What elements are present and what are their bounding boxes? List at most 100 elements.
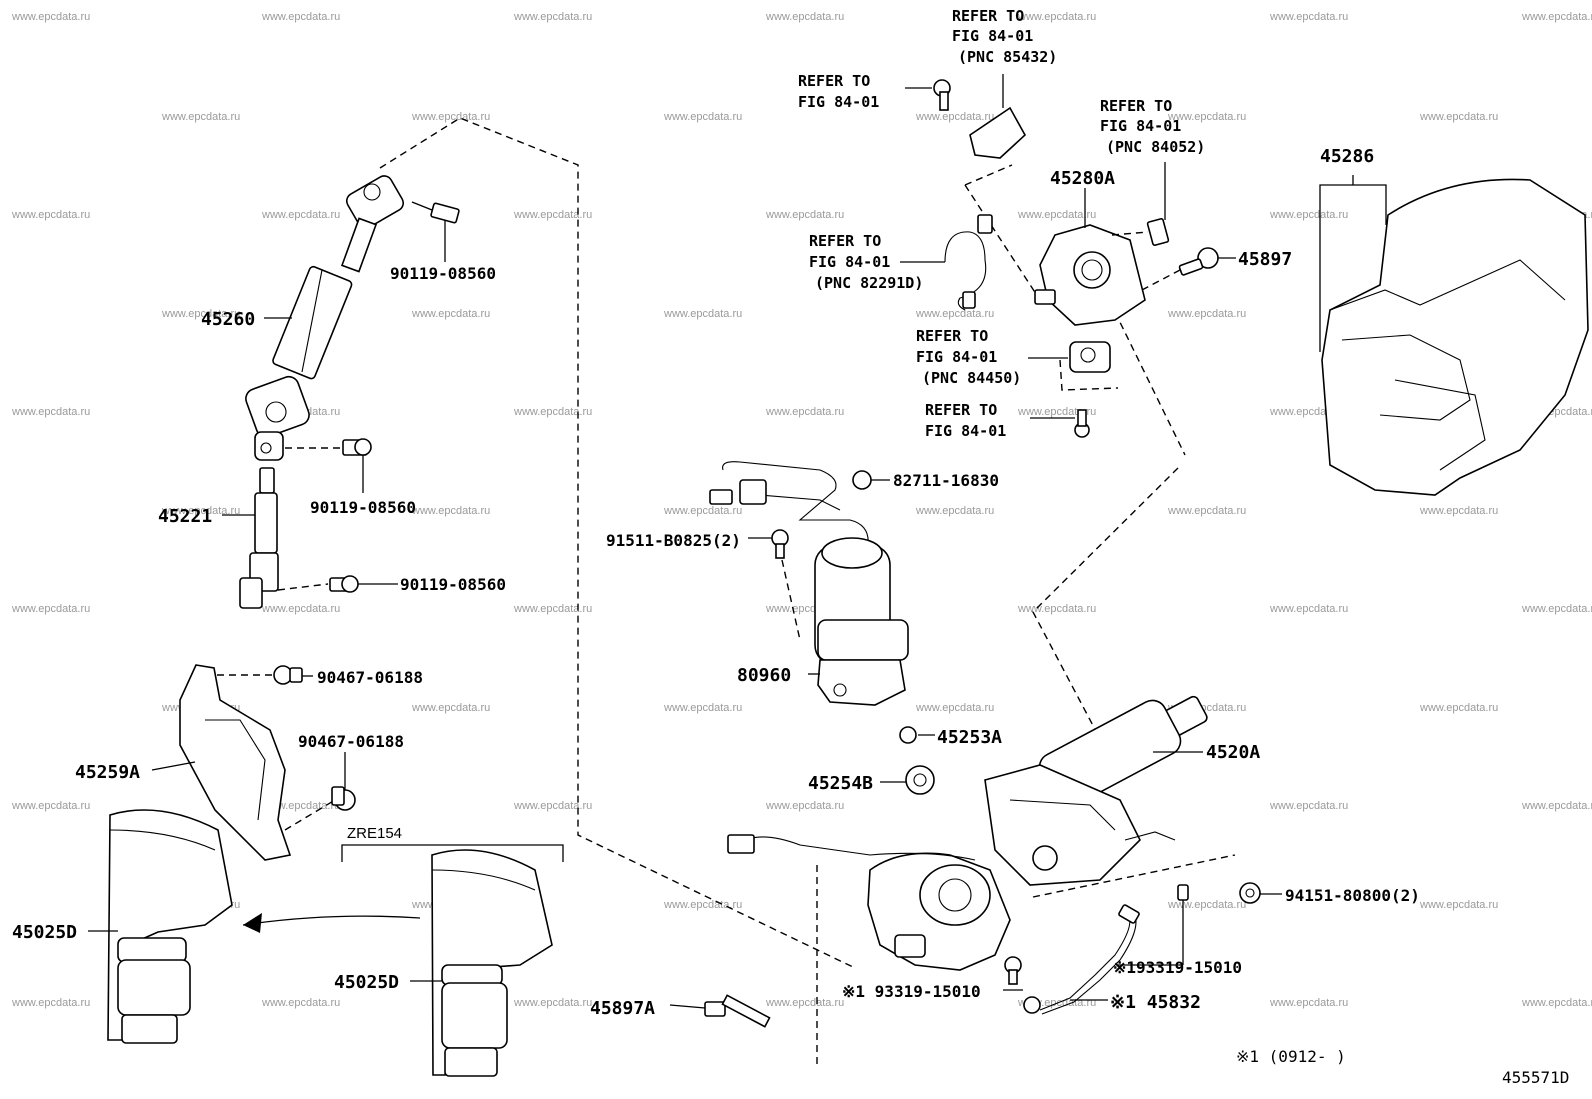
ground-wire-45832[interactable] <box>1023 904 1140 1015</box>
watermark-text: www.epcdata.ru <box>915 111 994 123</box>
watermark-text: www.epcdata.ru <box>261 209 340 221</box>
callout-90119-08560-upper: 90119-08560 <box>390 264 496 283</box>
watermark-text: www.epcdata.ru <box>161 308 240 320</box>
watermark-text: www.epcdata.ru <box>513 997 592 1009</box>
zre154-bracket <box>341 844 564 862</box>
watermark-text: www.epcdata.ru <box>1521 11 1592 23</box>
svg-text:(PNC 84052): (PNC 84052) <box>1106 138 1205 156</box>
watermark-text: www.epcdata.ru <box>513 603 592 615</box>
motor-80960[interactable] <box>709 461 909 706</box>
watermark-text: www.epcdata.ru <box>261 11 340 23</box>
watermark-text: www.epcdata.ru <box>663 505 742 517</box>
callout-94151-80800: 94151-80800(2) <box>1285 886 1420 905</box>
callout-45897A: 45897A <box>590 998 655 1019</box>
zre154-label: ZRE154 <box>347 825 402 842</box>
callout-45221: 45221 <box>158 506 212 527</box>
watermark-text: www.epcdata.ru <box>11 800 90 812</box>
callout-91511-B0825: 91511-B0825(2) <box>606 531 741 550</box>
svg-text:FIG 84-01: FIG 84-01 <box>798 93 879 111</box>
watermark-text: www.epcdata.ru <box>765 11 844 23</box>
illustration-number: 455571D <box>1502 1068 1569 1087</box>
boot-45025D-left[interactable] <box>107 809 233 1044</box>
screw-refer-84-01-lower[interactable] <box>1030 409 1090 438</box>
nut-94151-80800[interactable] <box>1239 882 1282 904</box>
callout-45025D-left: 45025D <box>12 922 77 943</box>
watermark-text: www.epcdata.ru <box>765 800 844 812</box>
footnote: ※1 (0912- ) <box>1236 1047 1346 1066</box>
callout-193319-15010-upper: ※193319-15010 <box>1113 958 1242 977</box>
watermark-text: www.epcdata.ru <box>663 111 742 123</box>
watermark-text: www.epcdata.ru <box>663 308 742 320</box>
screw-193319-15010-lower[interactable] <box>1003 956 1023 991</box>
ignition-switch-connector[interactable] <box>905 74 1027 159</box>
connector-84052[interactable] <box>1111 162 1170 247</box>
callout-labels: 45260 90119-08560 90119-08560 45221 9011… <box>12 146 1569 1087</box>
watermark-text: www.epcdata.ru <box>1419 899 1498 911</box>
watermark-text: www.epcdata.ru <box>765 209 844 221</box>
watermark-text: www.epcdata.ru <box>1419 702 1498 714</box>
watermark-text: www.epcdata.ru <box>411 111 490 123</box>
callout-45260: 45260 <box>201 309 255 330</box>
watermark-text: www.epcdata.ru <box>915 702 994 714</box>
svg-text:(PNC 85432): (PNC 85432) <box>958 48 1057 66</box>
callout-45897: 45897 <box>1238 249 1292 270</box>
intermediate-shaft-45260[interactable] <box>243 173 406 461</box>
watermark-text: www.epcdata.ru <box>1521 800 1592 812</box>
harness-82291D[interactable] <box>900 214 993 311</box>
callout-45259A: 45259A <box>75 762 140 783</box>
watermark-text: www.epcdata.ru <box>1167 899 1246 911</box>
bolt-91511-B0825[interactable] <box>771 529 801 641</box>
assembly-outline <box>379 117 1236 1064</box>
watermark-text: www.epcdata.ru <box>663 899 742 911</box>
steering-column-4520A[interactable] <box>727 695 1209 971</box>
watermark-text: www.epcdata.ru <box>915 505 994 517</box>
gear-45253A[interactable] <box>899 726 935 744</box>
callout-90119-08560-middle: 90119-08560 <box>310 498 416 517</box>
svg-text:(PNC 82291D): (PNC 82291D) <box>815 274 923 292</box>
clip-90467-06188-lower[interactable] <box>284 752 356 831</box>
watermark-text: www.epcdata.ru <box>1269 209 1348 221</box>
callout-45280A: 45280A <box>1050 168 1115 189</box>
watermark-layer: www.epcdata.ru www.epcdata.ru www.epcdata.… <box>11 11 1592 1009</box>
callout-45832: ※1 45832 <box>1110 992 1201 1013</box>
watermark-text: www.epcdata.ru <box>1269 603 1348 615</box>
bolt-90119-08560-middle[interactable] <box>285 438 372 493</box>
watermark-text: www.epcdata.ru <box>11 209 90 221</box>
watermark-text: www.epcdata.ru <box>161 505 240 517</box>
steering-sliding-shaft-45221[interactable] <box>239 467 279 609</box>
watermark-text: www.epcdata.ru <box>513 406 592 418</box>
lock-housing-45280A[interactable] <box>1034 188 1146 326</box>
boot-45025D-right[interactable] <box>431 849 553 1077</box>
clip-82711-16830[interactable] <box>852 470 890 490</box>
refer-note-84-01-screw: REFER TO FIG 84-01 <box>925 401 1006 440</box>
watermark-text: www.epcdata.ru <box>411 702 490 714</box>
svg-text:REFER TO: REFER TO <box>925 401 997 419</box>
watermark-text: www.epcdata.ru <box>161 111 240 123</box>
watermark-text: www.epcdata.ru <box>1017 209 1096 221</box>
replacement-arrow <box>242 913 421 933</box>
watermark-text: www.epcdata.ru <box>1269 997 1348 1009</box>
watermark-text: www.epcdata.ru <box>1521 603 1592 615</box>
refer-note-85432: REFER TO FIG 84-01 (PNC 85432) <box>952 7 1057 66</box>
column-cover-45286[interactable] <box>1319 175 1589 496</box>
watermark-text: www.epcdata.ru <box>1017 11 1096 23</box>
callout-4520A: 4520A <box>1206 742 1260 763</box>
watermark-text: www.epcdata.ru <box>11 603 90 615</box>
gear-45254B[interactable] <box>880 765 935 795</box>
transponder-84450[interactable] <box>1028 341 1111 373</box>
bolt-90119-08560-upper[interactable] <box>411 201 460 262</box>
svg-text:REFER TO: REFER TO <box>952 7 1024 25</box>
screw-45897[interactable] <box>1141 247 1236 291</box>
svg-text:FIG 84-01: FIG 84-01 <box>809 253 890 271</box>
callout-90467-06188-upper: 90467-06188 <box>317 668 423 687</box>
refer-note-84052: REFER TO FIG 84-01 (PNC 84052) <box>1100 97 1205 156</box>
svg-text:REFER TO: REFER TO <box>798 72 870 90</box>
screw-193319-15010-upper[interactable] <box>1118 884 1189 966</box>
watermark-text: www.epcdata.ru <box>1167 505 1246 517</box>
cover-45259A[interactable] <box>179 664 292 861</box>
bolt-90119-08560-lower[interactable] <box>277 575 398 593</box>
watermark-text: www.epcdata.ru <box>1269 800 1348 812</box>
clip-90467-06188-upper[interactable] <box>205 665 313 685</box>
bolt-45897A[interactable] <box>669 994 771 1028</box>
